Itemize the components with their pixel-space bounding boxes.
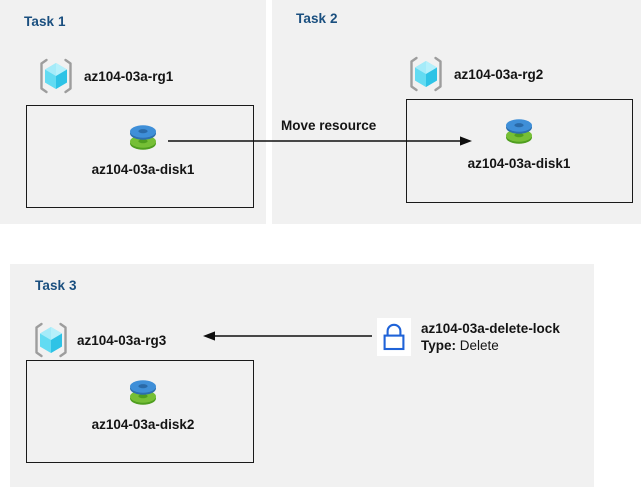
resource-group-label-rg2: az104-03a-rg2	[454, 66, 544, 82]
resource-box-task-3	[26, 360, 254, 463]
managed-disk-icon	[63, 371, 223, 415]
panel-title-task-2: Task 2	[296, 11, 338, 26]
padlock-icon	[377, 318, 411, 356]
managed-disk-icon	[63, 116, 223, 160]
disk-label-disk1-task-2: az104-03a-disk1	[467, 156, 571, 171]
resource-group-icon	[31, 320, 71, 360]
disk-node-disk2-task-3: az104-03a-disk2	[63, 371, 223, 432]
resource-box-task-1	[26, 105, 254, 208]
resource-group-node-rg3: az104-03a-rg3	[31, 320, 166, 360]
connector-delete-lock	[203, 331, 372, 341]
resource-group-node-rg1: az104-03a-rg1	[36, 56, 173, 96]
managed-disk-icon	[439, 110, 599, 154]
resource-group-icon	[406, 54, 446, 94]
disk-node-disk1-task-1: az104-03a-disk1	[63, 116, 223, 177]
resource-group-node-rg2: az104-03a-rg2	[406, 54, 543, 94]
disk-label-disk2-task-3: az104-03a-disk2	[91, 417, 195, 432]
delete-lock-node: az104-03a-delete-lock Type: Delete	[377, 318, 560, 356]
disk-node-disk1-task-2: az104-03a-disk1	[439, 110, 599, 171]
panel-task-3	[10, 264, 594, 487]
delete-lock-text: az104-03a-delete-lock Type: Delete	[421, 321, 560, 354]
delete-lock-name: az104-03a-delete-lock	[421, 321, 560, 336]
delete-lock-type-label: Type:	[421, 338, 457, 353]
panel-task-2	[272, 0, 641, 224]
delete-lock-type-value: Delete	[459, 338, 499, 353]
panel-task-1	[0, 0, 266, 224]
disk-label-disk1-task-1: az104-03a-disk1	[91, 162, 195, 177]
delete-lock-type: Type: Delete	[421, 337, 560, 354]
resource-box-task-2	[406, 99, 633, 203]
resource-group-icon	[36, 56, 76, 96]
panel-title-task-3: Task 3	[35, 278, 77, 293]
connector-label-move-resource: Move resource	[281, 118, 377, 133]
connector-move-resource	[168, 136, 472, 146]
resource-group-label-rg3: az104-03a-rg3	[77, 332, 167, 348]
resource-group-label-rg1: az104-03a-rg1	[84, 68, 174, 84]
panel-title-task-1: Task 1	[24, 14, 66, 29]
